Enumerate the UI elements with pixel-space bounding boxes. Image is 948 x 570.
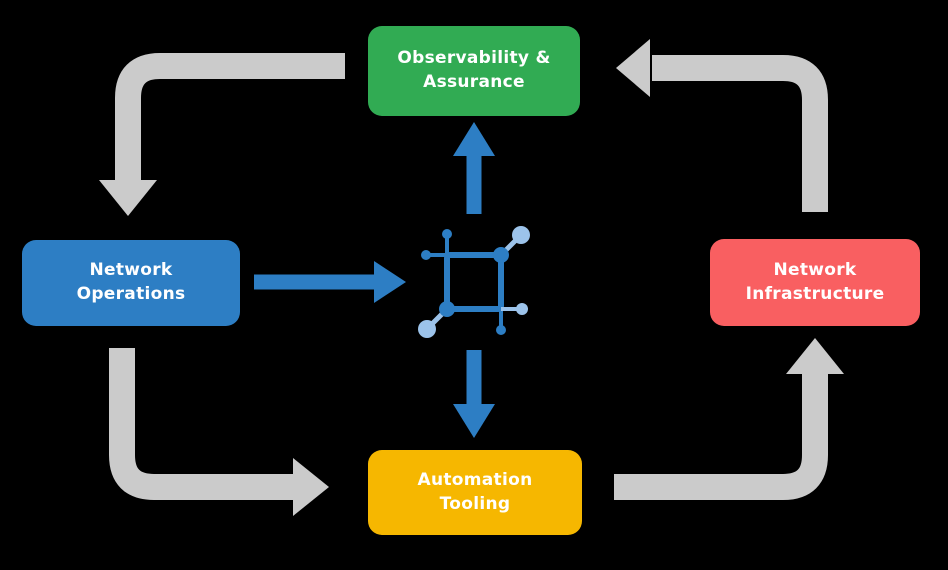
node-label-line: Tooling (439, 493, 511, 514)
arrow-infrastructure-to-observability (616, 39, 828, 212)
arrow-operations-to-automation (109, 348, 329, 516)
node-label-line: Network (773, 259, 857, 280)
node-observability-assurance: Observability & Assurance (368, 26, 580, 116)
node-network-operations: Network Operations (22, 240, 240, 326)
node-label-line: Network (89, 260, 173, 281)
node-label-line: Assurance (423, 72, 525, 92)
node-label-line: Infrastructure (745, 283, 885, 304)
arrow-center-to-observability (453, 122, 495, 214)
arrow-operations-to-center (254, 261, 406, 303)
node-label-line: Operations (76, 284, 186, 304)
node-automation-tooling: Automation Tooling (368, 450, 582, 535)
node-label-line: Observability & (397, 48, 551, 69)
network-node-icon (418, 226, 530, 338)
node-label-line: Automation (417, 469, 533, 490)
arrow-automation-to-infrastructure (614, 338, 844, 500)
arrow-center-to-automation (453, 350, 495, 438)
arrow-observability-to-operations (99, 53, 345, 216)
node-network-infrastructure: Network Infrastructure (710, 239, 920, 326)
